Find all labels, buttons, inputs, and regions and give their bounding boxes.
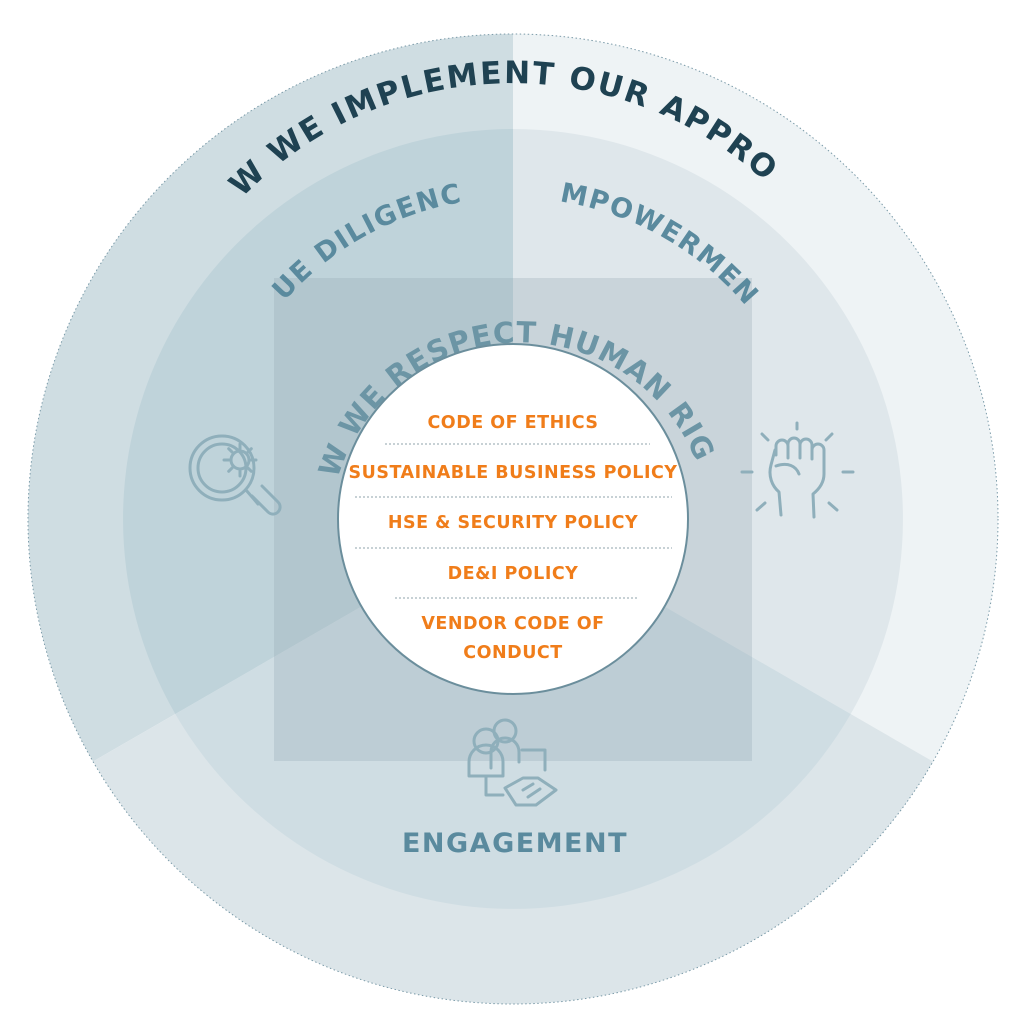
policy-list: CODE OF ETHICS SUSTAINABLE BUSINESS POLI… (349, 413, 678, 663)
outer-ring-outline (27, 33, 999, 1005)
policy-item: HSE & SECURITY POLICY (388, 513, 638, 533)
middle-segment-engagement (175, 519, 851, 909)
policy-item: CONDUCT (463, 643, 562, 663)
magnifier-gear-icon (188, 434, 282, 516)
policy-item: CODE OF ETHICS (427, 413, 598, 433)
policy-item: SUSTAINABLE BUSINESS POLICY (349, 463, 678, 483)
policies-circle (337, 343, 689, 695)
raised-fist-icon (740, 421, 855, 519)
pillar-title-engagement: ENGAGEMENT (402, 828, 628, 859)
people-handshake-icon (467, 718, 558, 807)
policy-item: VENDOR CODE OF (421, 614, 604, 634)
policy-item: DE&I POLICY (448, 564, 579, 584)
